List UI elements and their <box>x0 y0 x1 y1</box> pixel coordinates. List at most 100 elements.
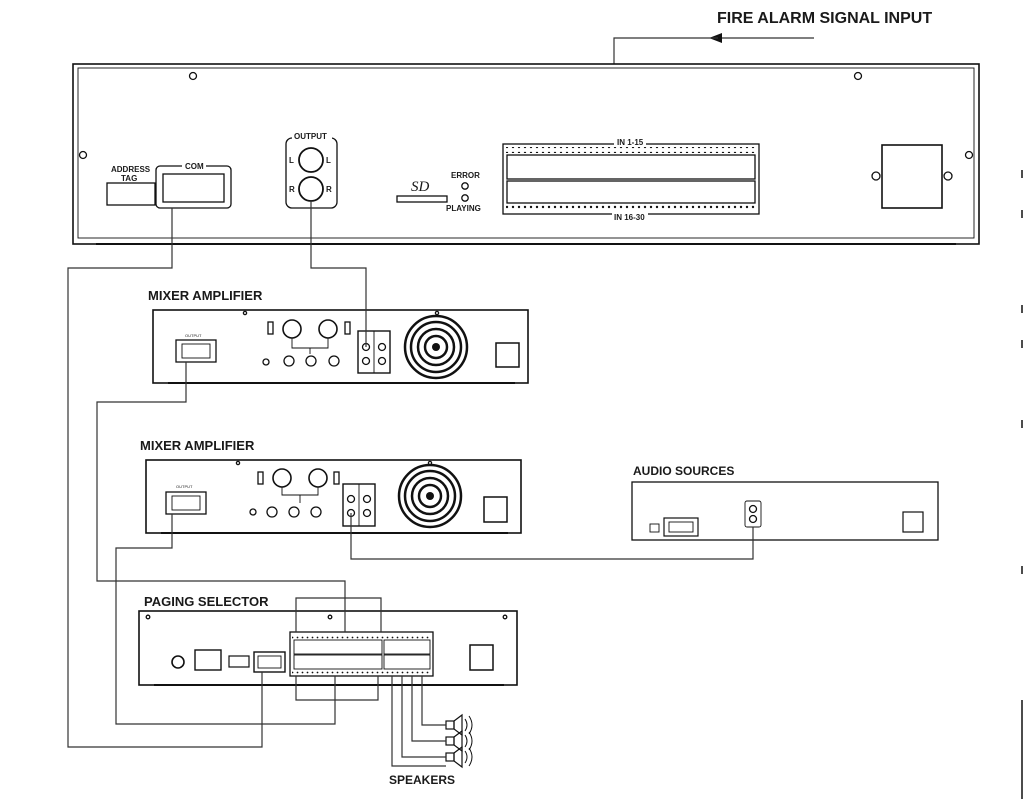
wire-amp1-to-paging <box>96 362 346 632</box>
amp1-fan-icon <box>403 314 469 380</box>
audio-source-connector-socket <box>668 521 694 533</box>
paging-terminal-upper-left <box>293 639 383 655</box>
paging-selector: PAGING SELECTOR <box>138 594 518 686</box>
amp1-terminal-screw-icon <box>377 356 387 366</box>
audio-source-jack-icon <box>748 514 758 524</box>
wiring <box>67 201 754 767</box>
output-left-label-2: L <box>326 156 331 165</box>
amp2-power-socket-icon <box>483 496 508 523</box>
amp2-switch-icon[interactable] <box>257 471 264 485</box>
mount-hole-icon <box>964 150 974 160</box>
output-label-bg <box>292 131 332 141</box>
amp1-output-socket <box>181 343 211 359</box>
power-socket-screw-icon <box>943 171 953 181</box>
mount-hole-icon <box>235 460 241 466</box>
wire-paging-to-speakers <box>391 676 446 767</box>
audio-source-small-port[interactable] <box>649 523 660 533</box>
output-jack-right[interactable] <box>298 176 324 202</box>
amp2-output-label: OUTPUT <box>176 484 193 489</box>
speakers-group: SPEAKERS <box>389 713 473 787</box>
output-left-label: L <box>289 156 294 165</box>
wire-amp2-to-paging <box>115 514 336 725</box>
amp1-output-label: OUTPUT <box>185 333 202 338</box>
amp1-knob-1[interactable] <box>282 319 302 339</box>
amp1-input-jack[interactable] <box>305 355 317 367</box>
amp2-switch-icon[interactable] <box>333 471 340 485</box>
paging-small-port[interactable] <box>228 655 250 668</box>
speaker-icon <box>445 745 473 769</box>
address-tag-label-line2: TAG <box>121 174 137 183</box>
com-port[interactable] <box>162 173 225 203</box>
address-tag-slot[interactable] <box>106 182 156 206</box>
mixer-amplifier-1: MIXER AMPLIFIER OUTPUT <box>148 288 529 384</box>
amp1-knob-2[interactable] <box>318 319 338 339</box>
paging-terminal-lower-right <box>383 654 431 670</box>
amp1-mic-icon <box>262 358 270 366</box>
paging-terminal-row-bottom[interactable] <box>292 670 431 675</box>
audio-source-jack-icon <box>748 504 758 514</box>
amp2-input-jack[interactable] <box>266 506 278 518</box>
paging-terminal-block <box>289 631 434 677</box>
paging-power-socket-icon <box>469 644 494 671</box>
input-terminal-row-1-15[interactable] <box>506 147 756 153</box>
audio-sources: AUDIO SOURCES <box>631 464 939 541</box>
com-label-bg <box>182 162 206 171</box>
mount-hole-icon <box>434 310 440 316</box>
amp2-fan-icon <box>397 463 463 529</box>
output-right-label-2: R <box>326 185 332 194</box>
mount-hole-icon <box>853 71 863 81</box>
paging-terminal-row-top[interactable] <box>292 634 431 639</box>
amp1-switch-icon[interactable] <box>344 321 351 335</box>
amp1-knob-link <box>291 338 329 354</box>
amp2-input-jack[interactable] <box>288 506 300 518</box>
playing-led-label: PLAYING <box>446 204 481 213</box>
input-terminal-row-16-30[interactable] <box>506 205 756 211</box>
speaker-icon <box>445 713 473 737</box>
wire-output-to-amp1 <box>310 201 367 347</box>
mixer-amplifier-1-chassis <box>152 309 529 384</box>
amp2-knob-1[interactable] <box>272 468 292 488</box>
audio-sources-chassis <box>631 481 939 541</box>
amp1-input-jack[interactable] <box>283 355 295 367</box>
in-1-15-label: IN 1-15 <box>617 138 644 147</box>
output-right-label: R <box>289 185 295 194</box>
power-socket-screw-icon <box>871 171 881 181</box>
paging-rj-port[interactable] <box>194 649 222 671</box>
paging-com-socket <box>257 655 282 669</box>
amp2-input-jack[interactable] <box>310 506 322 518</box>
mount-hole-icon <box>78 150 88 160</box>
audio-source-connector[interactable] <box>663 517 699 537</box>
mount-hole-icon <box>327 614 333 620</box>
input-terminal-upper <box>506 154 756 180</box>
wire-paging-bottom-bracket <box>295 676 379 701</box>
mixer-amplifier-2-title: MIXER AMPLIFIER <box>140 438 255 453</box>
sd-card-slot[interactable] <box>396 195 448 203</box>
amp1-power-socket-icon <box>495 342 520 368</box>
paging-selector-title: PAGING SELECTOR <box>144 594 269 609</box>
amp1-switch-icon[interactable] <box>267 321 274 335</box>
controller-front-face <box>77 67 975 239</box>
output-jack-label: OUTPUT <box>294 132 327 141</box>
amp2-knob-2[interactable] <box>308 468 328 488</box>
com-port-label: COM <box>185 162 204 171</box>
amp1-input-jack[interactable] <box>328 355 340 367</box>
wire-paging-top-bracket <box>295 597 382 632</box>
amp1-terminal-screw-icon <box>361 356 371 366</box>
error-led-label: ERROR <box>451 171 480 180</box>
input-terminal-lower <box>506 180 756 204</box>
amp2-output-connector[interactable] <box>165 491 207 515</box>
paging-terminal-upper-right <box>383 639 431 655</box>
paging-mic-jack[interactable] <box>171 655 185 669</box>
in-16-30-label-bg <box>612 212 648 221</box>
mixer-amplifier-1-title: MIXER AMPLIFIER <box>148 288 263 303</box>
mount-hole-icon <box>242 310 248 316</box>
paging-terminal-lower-left <box>293 654 383 670</box>
audio-sources-title: AUDIO SOURCES <box>633 464 734 478</box>
output-jack-left[interactable] <box>298 147 324 173</box>
amp1-output-connector[interactable] <box>175 339 217 363</box>
error-led-icon <box>461 182 469 190</box>
controller-panel: ADDRESS TAG COM OUTPUT L L R R SD ERROR … <box>72 63 980 245</box>
amp2-mic-icon <box>249 508 257 516</box>
paging-com-port[interactable] <box>253 651 286 673</box>
mixer-amplifier-2: MIXER AMPLIFIER OUTPUT <box>140 438 522 534</box>
